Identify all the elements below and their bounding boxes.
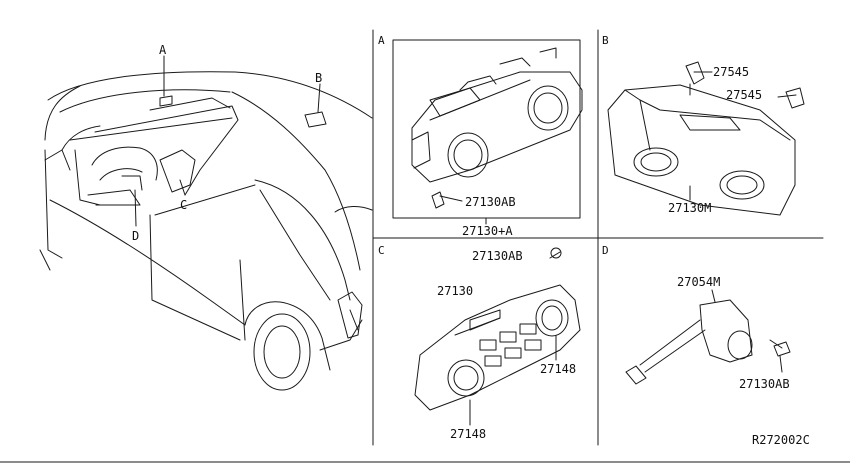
panel-dividers [0, 29, 850, 463]
part-number-27130m: 27130M [668, 201, 712, 215]
part-number-27130ab-a: 27130AB [465, 195, 516, 209]
part-number-27054m: 27054M [677, 275, 721, 289]
sensor-d [625, 289, 791, 385]
part-number-27148-bottom: 27148 [450, 427, 487, 441]
callout-d: D [132, 229, 140, 243]
diagram-id: R272002C [752, 433, 810, 447]
auto-control-c [414, 247, 581, 426]
part-number-27545-upper: 27545 [713, 65, 750, 79]
part-number-27130: 27130 [437, 284, 474, 298]
section-c-letter: C [378, 244, 385, 257]
part-number-27545-lower: 27545 [726, 88, 763, 102]
heater-control-b [607, 61, 805, 216]
part-number-27130ab-d: 27130AB [739, 377, 790, 391]
callout-c: C [180, 198, 188, 212]
callout-a: A [159, 43, 167, 57]
part-number-27130-a: 27130+A [462, 224, 513, 238]
section-b-letter: B [602, 34, 609, 47]
section-d-letter: D [602, 244, 609, 257]
heater-control-a [392, 39, 583, 225]
callout-b: B [315, 71, 323, 85]
vehicle-illustration [39, 55, 373, 391]
part-number-27130ab-c: 27130AB [472, 249, 523, 263]
section-a-letter: A [378, 34, 385, 47]
part-number-27148-right: 27148 [540, 362, 577, 376]
